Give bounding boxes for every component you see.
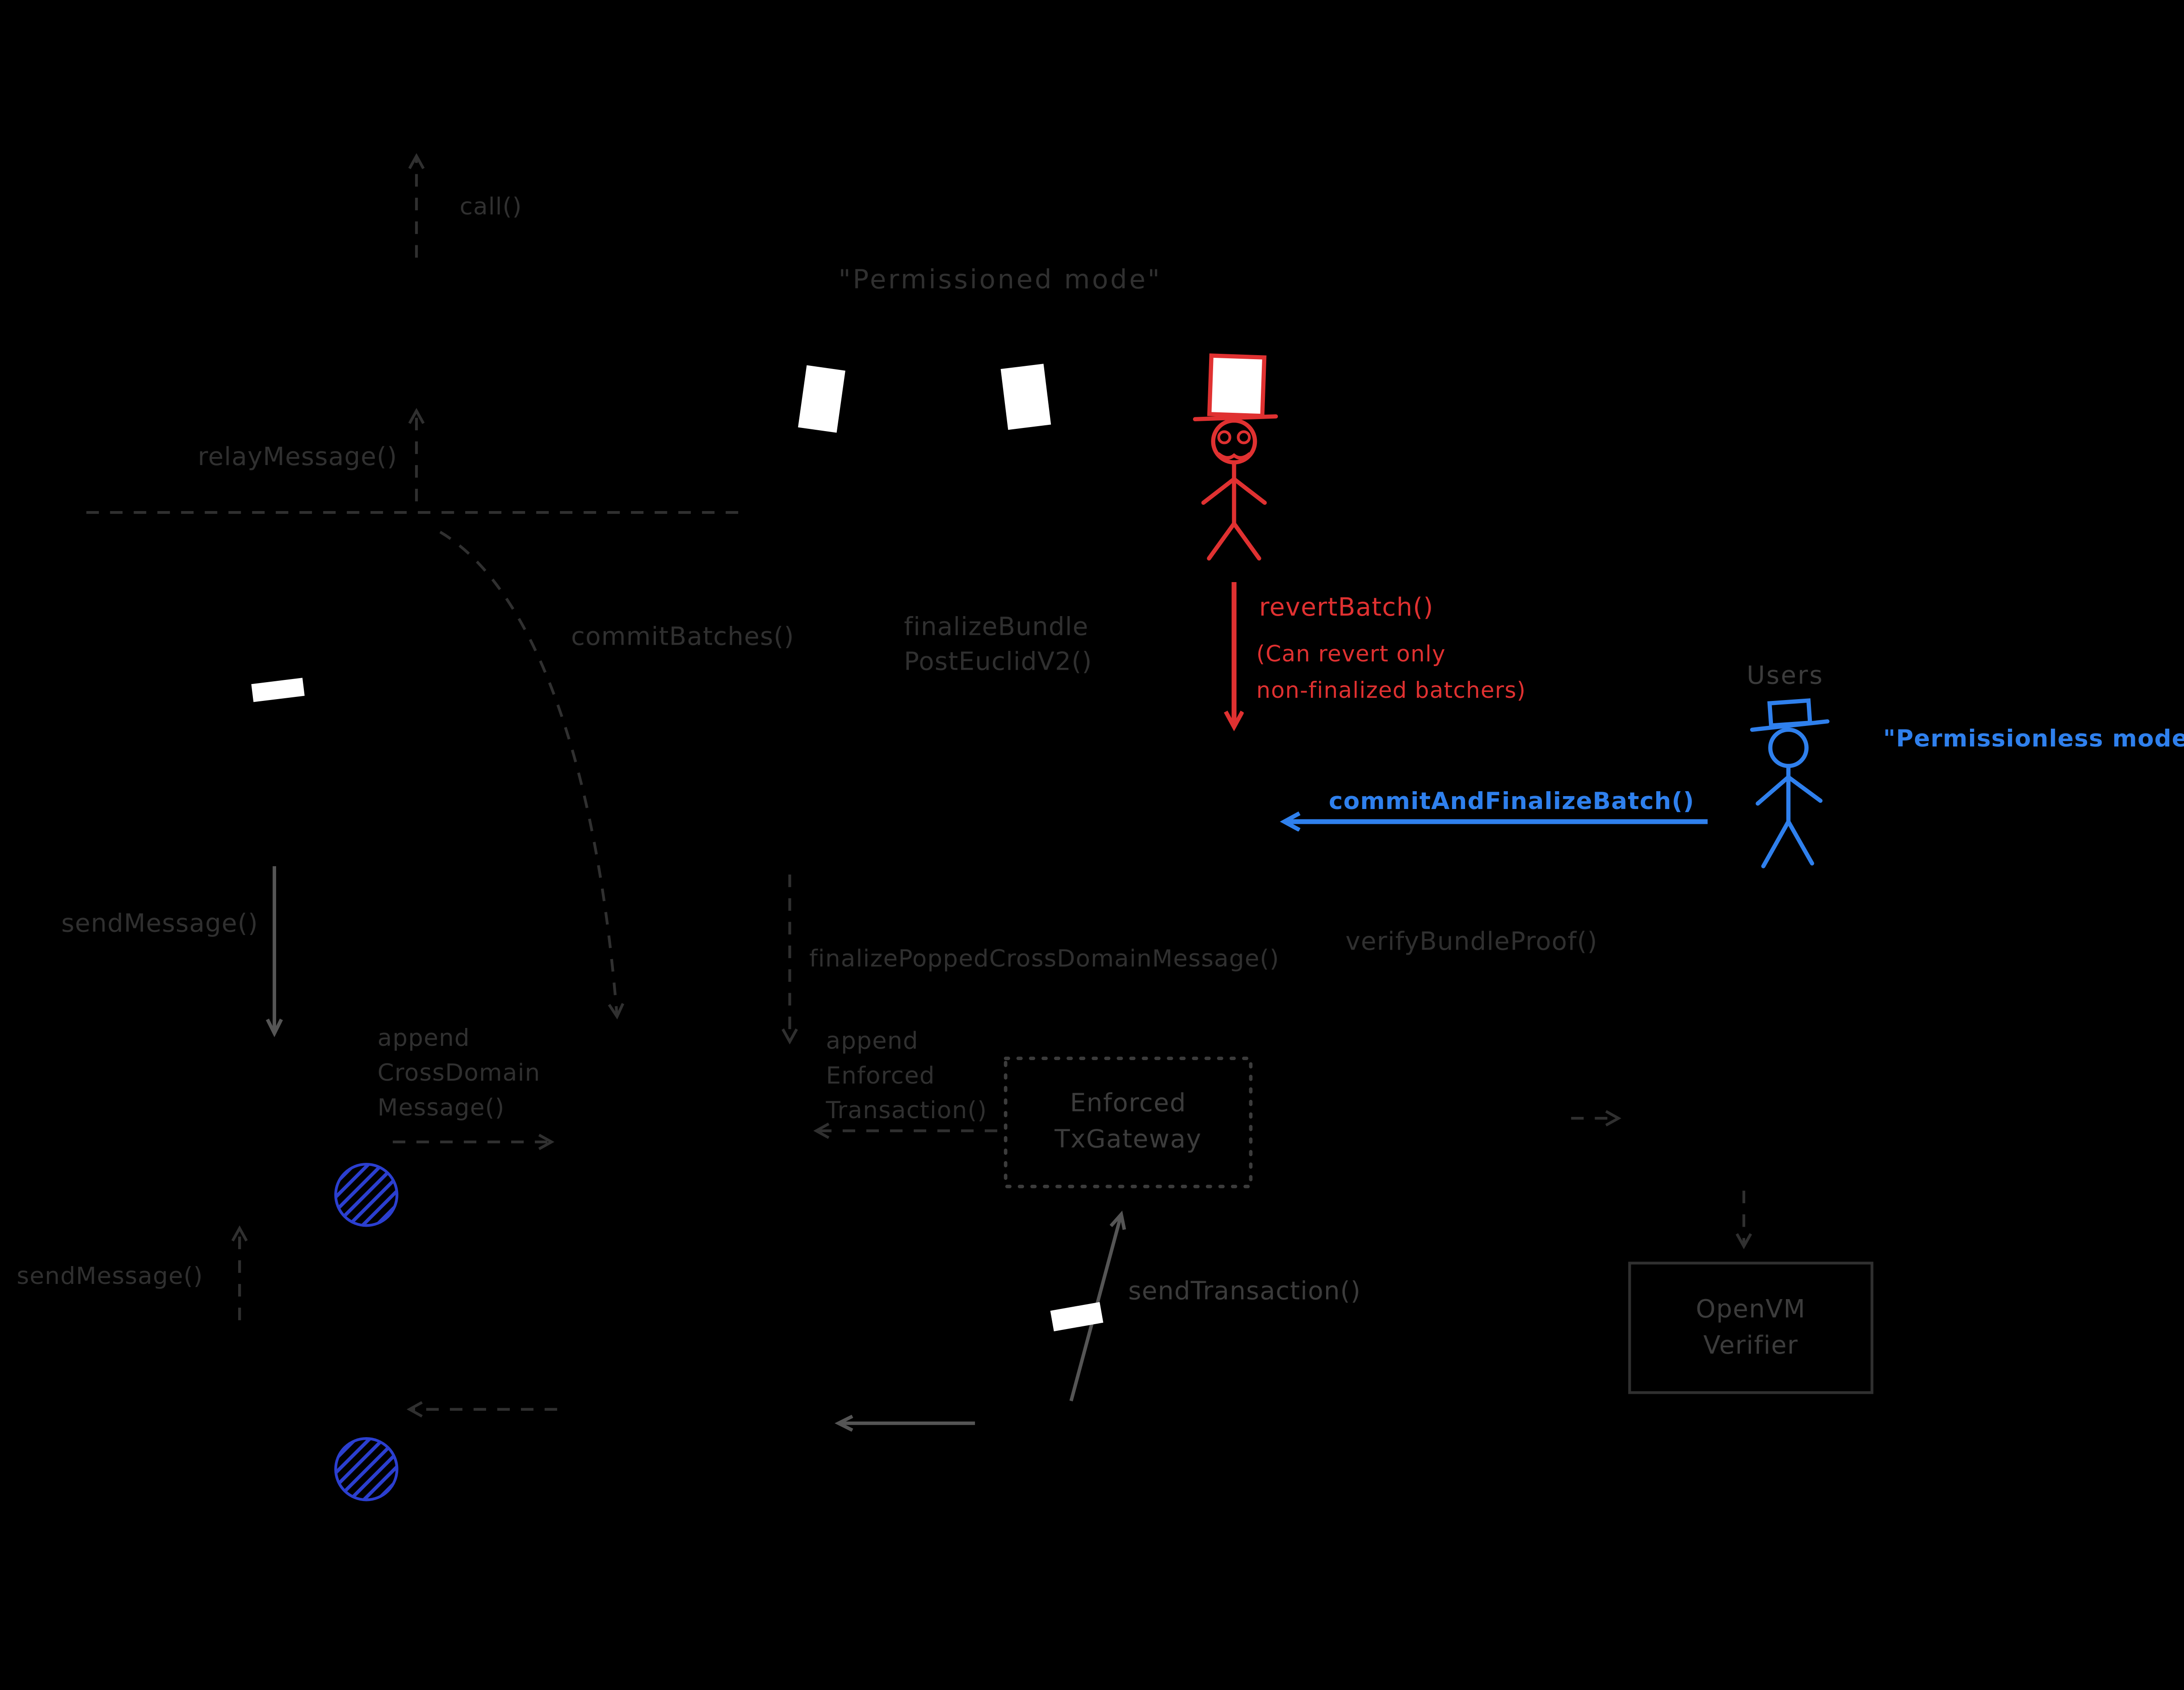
revert-note-line2: non-finalized batchers): [1256, 677, 1526, 704]
append-enforced-label: append Enforced Transaction(): [826, 1025, 987, 1129]
openvm-verifier-line1: OpenVM: [1696, 1294, 1806, 1324]
finalize-bundle-line2: PostEuclidV2(): [904, 647, 1092, 677]
append-cross-domain-line1: append: [377, 1025, 470, 1053]
send-message-bottom-label: sendMessage(): [17, 1263, 203, 1291]
hatched-circle-icon-bottom: [334, 1437, 399, 1501]
call-label: call(): [459, 193, 522, 222]
append-enforced-line3: Transaction(): [826, 1097, 987, 1125]
enforced-tx-gateway-line1: Enforced: [1070, 1089, 1187, 1119]
send-message-top-label: sendMessage(): [61, 909, 259, 939]
openvm-verifier-box: [1628, 1262, 1873, 1394]
verify-bundle-proof-label: verifyBundleProof(): [1345, 927, 1598, 957]
commit-and-finalize-label: commitAndFinalizeBatch(): [1328, 788, 1695, 816]
send-transaction-label: sendTransaction(): [1128, 1277, 1361, 1307]
openvm-verifier-line2: Verifier: [1703, 1330, 1798, 1360]
commit-batches-label: commitBatches(): [571, 622, 794, 652]
append-cross-domain-line2: CrossDomain: [377, 1060, 541, 1088]
append-enforced-line2: Enforced: [826, 1062, 935, 1090]
append-cross-domain-line3: Message(): [377, 1095, 505, 1123]
white-notch-icon-1: [798, 365, 845, 433]
finalize-bundle-line1: finalizeBundle: [904, 612, 1089, 642]
openvm-verifier-label: OpenVM Verifier: [1630, 1263, 1872, 1392]
hatched-circle-icon-top: [334, 1162, 399, 1227]
revert-batch-label: revertBatch(): [1259, 593, 1434, 623]
permissionless-mode-label: "Permissionless mode": [1883, 725, 2184, 754]
enforced-tx-gateway-label: Enforced TxGateway: [1006, 1058, 1251, 1187]
white-notch-icon-4: [1050, 1302, 1104, 1332]
append-enforced-line1: append: [826, 1027, 919, 1056]
revert-note-line1: (Can revert only: [1256, 640, 1446, 667]
user-actor-icon: [1750, 698, 1830, 868]
finalize-popped-label: finalizePoppedCrossDomainMessage(): [809, 945, 1280, 973]
relay-message-label: relayMessage(): [197, 443, 398, 472]
white-notch-icon-2: [1000, 364, 1051, 430]
permissioned-mode-label: "Permissioned mode": [838, 264, 1162, 295]
top-hat-operator-icon: [1193, 353, 1278, 561]
append-cross-domain-label: append CrossDomain Message(): [378, 1022, 541, 1127]
finalize-bundle-label: finalizeBundle PostEuclidV2(): [904, 610, 1092, 679]
white-notch-icon-3: [251, 678, 305, 702]
users-label: Users: [1747, 661, 1824, 691]
commit-batches-curve: [439, 531, 625, 1020]
enforced-tx-gateway-line2: TxGateway: [1054, 1125, 1202, 1155]
